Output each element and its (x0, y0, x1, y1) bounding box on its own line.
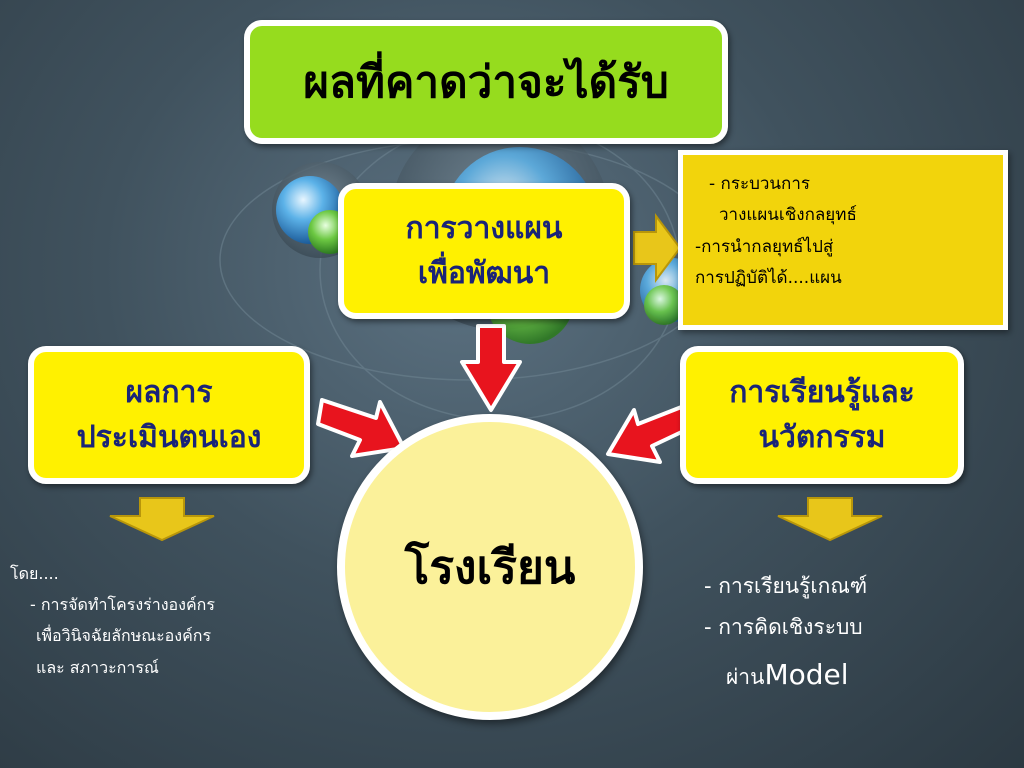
right-notes: - การเรียนรู้เกณฑ์ - การคิดเชิงระบบ ผ่าน… (704, 566, 867, 702)
gold-arrow-down-right (777, 497, 883, 542)
left-notes: โดย.... - การจัดทำโครงร่างองค์กร เพื่อวิ… (10, 558, 215, 683)
self-assessment-line-1: ผลการ (125, 375, 213, 410)
detail-line-1: - กระบวนการ (709, 174, 811, 194)
planning-line-2: เพื่อพัฒนา (417, 256, 551, 291)
left-note-line-1: โดย.... (10, 564, 59, 583)
red-arrow-down (460, 324, 522, 412)
expected-results-title: ผลที่คาดว่าจะได้รับ (244, 20, 728, 144)
learning-innovation-box: การเรียนรู้และ นวัตกรรม (680, 346, 964, 484)
school-label: โรงเรียน (404, 539, 576, 594)
strategy-detail-box: - กระบวนการ วางแผนเชิงกลยุทธ์ -การนำกลยุ… (678, 150, 1008, 330)
right-note-model: Model (764, 657, 849, 691)
gold-arrow-right (633, 213, 682, 283)
right-note-line-1: - การเรียนรู้เกณฑ์ (704, 574, 868, 598)
detail-line-3: -การนำกลยุทธ์ไปสู่ (695, 236, 834, 257)
red-arrow-from-left (316, 398, 406, 458)
left-note-line-2: - การจัดทำโครงร่างองค์กร (30, 595, 215, 615)
self-assessment-box: ผลการ ประเมินตนเอง (28, 346, 310, 484)
right-note-line-2: - การคิดเชิงระบบ (704, 614, 863, 639)
gold-arrow-down-left (109, 497, 215, 542)
red-arrow-from-right (606, 404, 692, 464)
planning-line-1: การวางแผน (405, 211, 563, 246)
planning-box: การวางแผน เพื่อพัฒนา (338, 183, 630, 319)
learning-line-1: การเรียนรู้และ (729, 375, 915, 410)
title-text: ผลที่คาดว่าจะได้รับ (303, 57, 669, 108)
detail-line-4: การปฏิบัติได้....แผน (695, 268, 842, 289)
detail-line-2: วางแผนเชิงกลยุทธ์ (719, 205, 857, 226)
self-assessment-line-2: ประเมินตนเอง (76, 420, 262, 455)
left-note-line-4: และ สภาวะการณ์ (36, 657, 159, 677)
left-note-line-3: เพื่อวินิจฉัยลักษณะองค์กร (36, 626, 212, 646)
learning-line-2: นวัตกรรม (758, 420, 886, 455)
right-note-prefix: ผ่าน (726, 664, 765, 689)
right-note-line-3: ผ่านModel (704, 648, 867, 703)
school-circle: โรงเรียน (337, 414, 643, 720)
